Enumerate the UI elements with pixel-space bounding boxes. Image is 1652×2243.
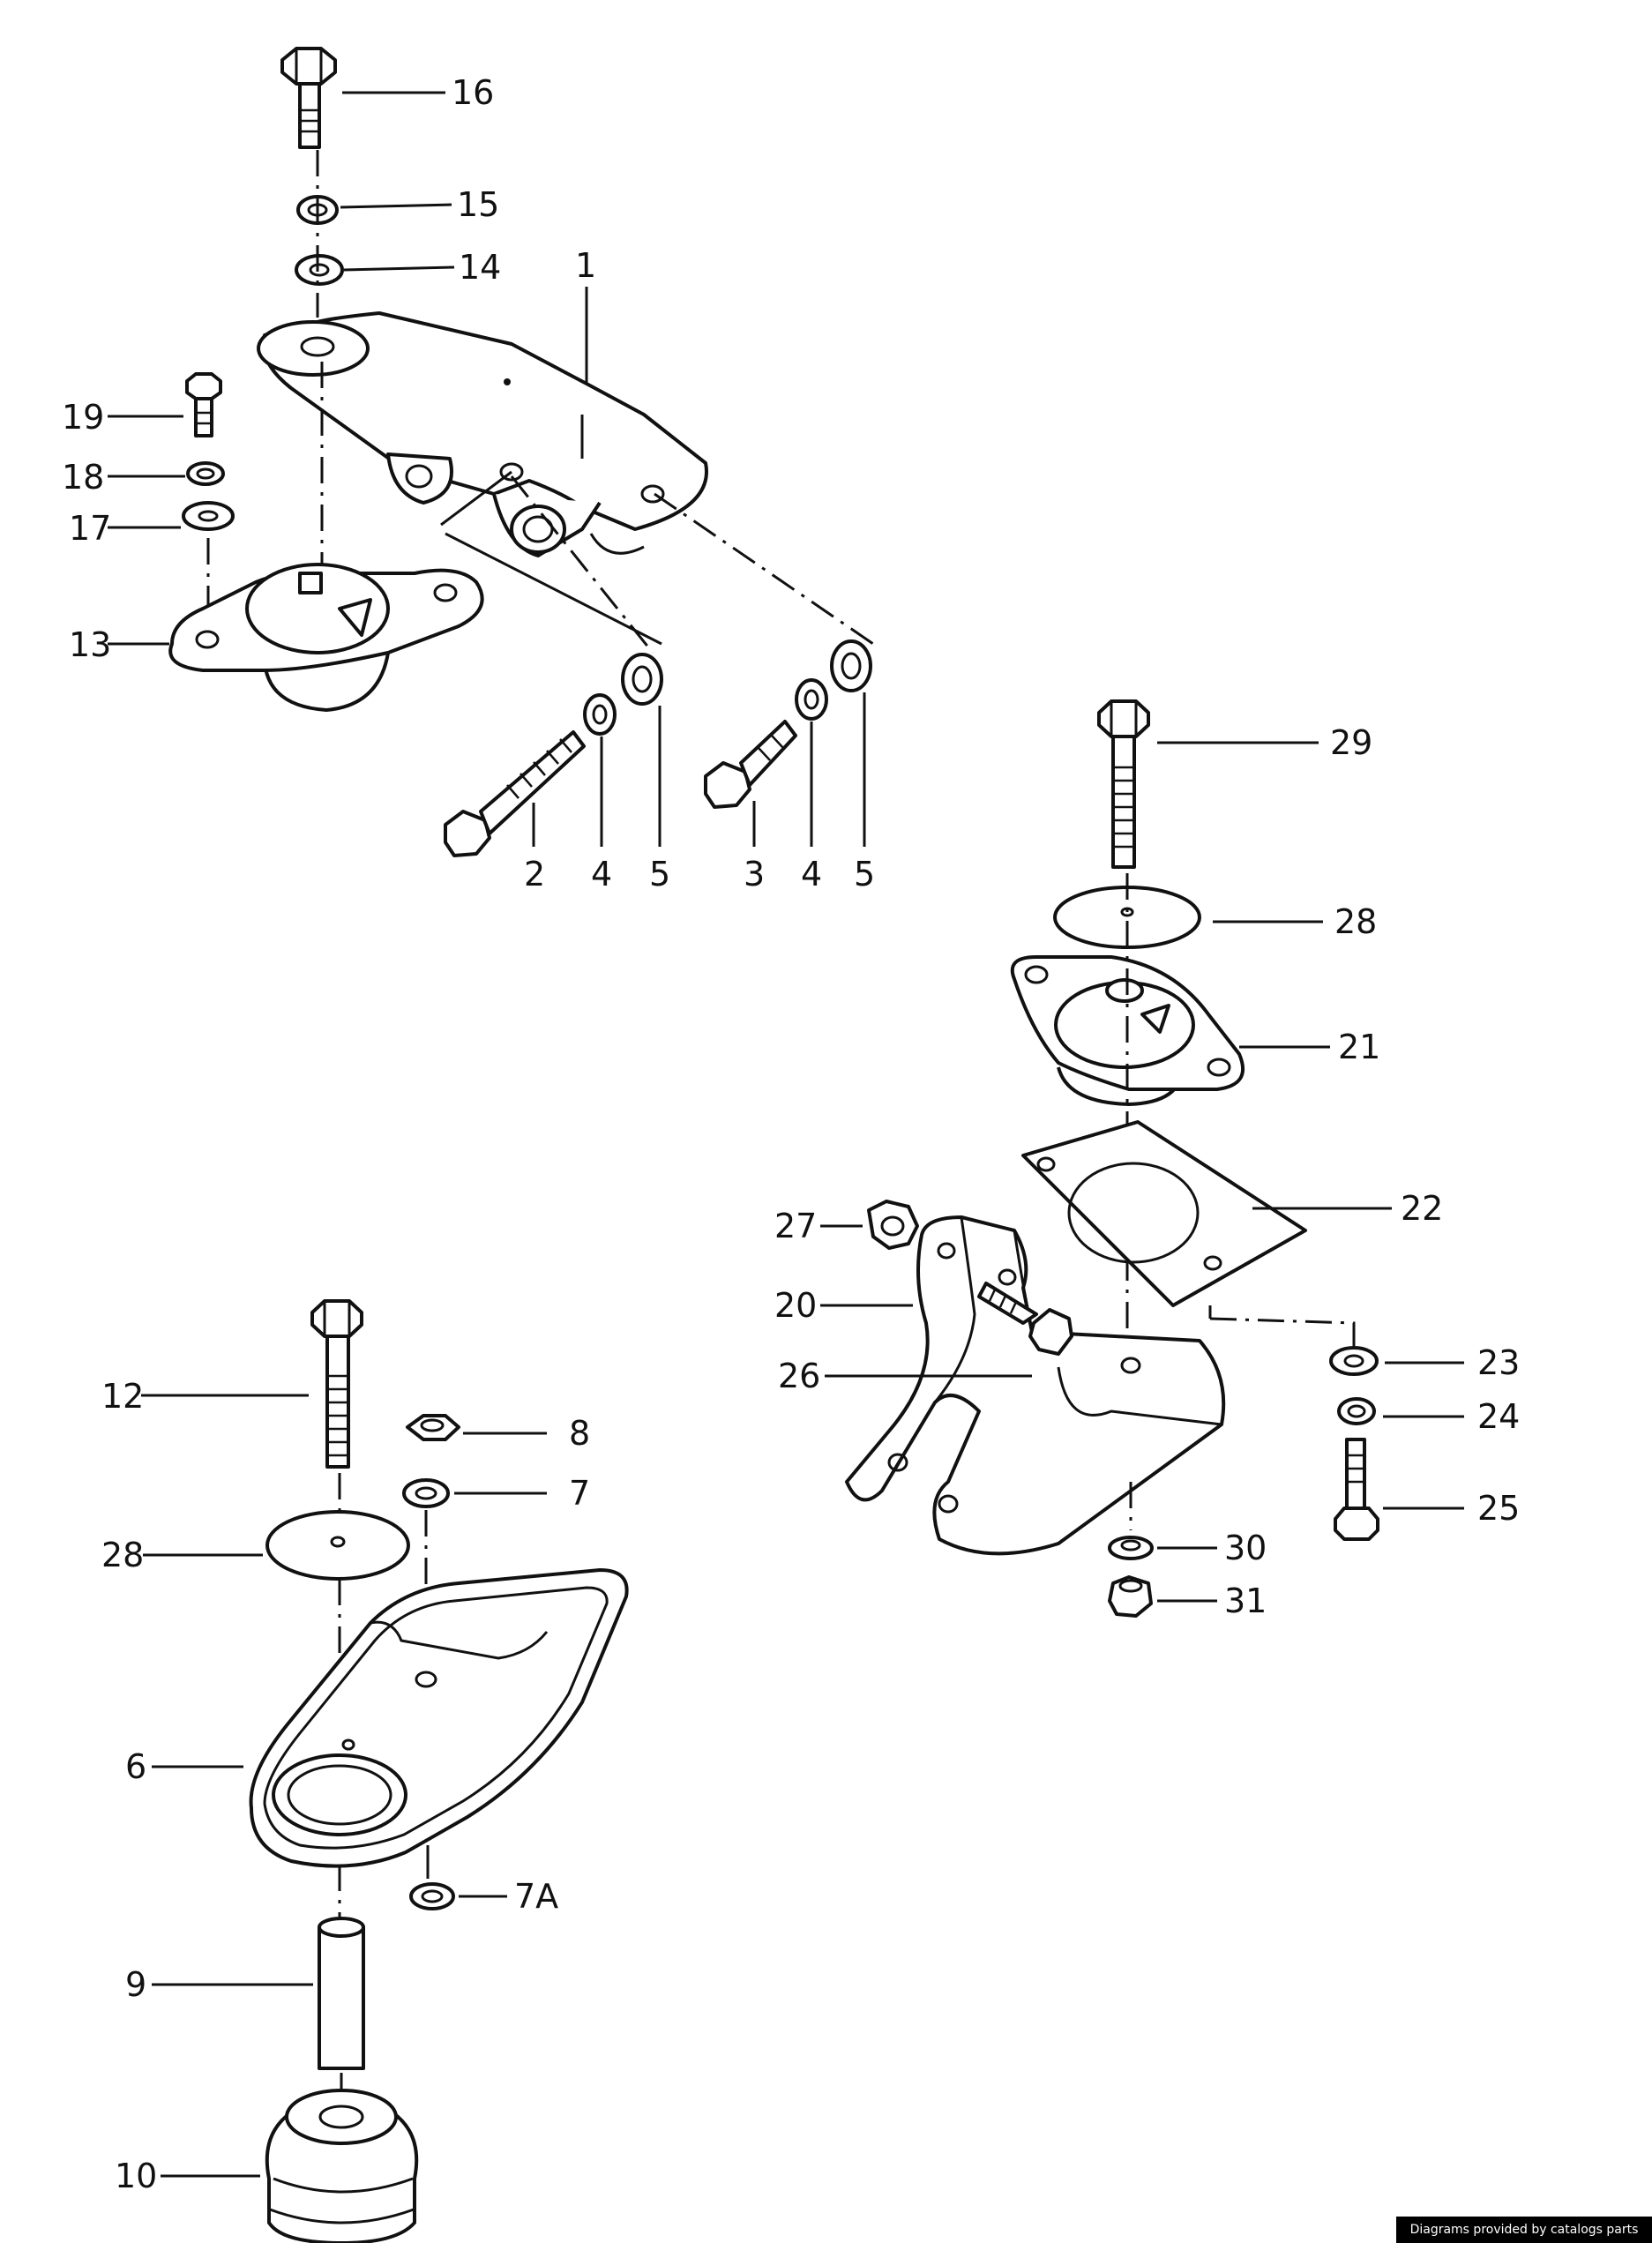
engine-mount-13-drawing [168,563,484,712]
bolt-3-drawing [704,720,797,809]
bolt-12-drawing [310,1299,363,1469]
callout-10: 10 [115,2157,157,2195]
callout-4-right: 4 [801,855,822,893]
callout-17: 17 [69,509,111,548]
bracket-1-drawing [257,311,708,557]
callout-9: 9 [125,1965,146,2004]
callout-28-left: 28 [101,1536,144,1574]
spring-washer-24-drawing [1337,1397,1376,1425]
bolt-29-drawing [1097,699,1150,869]
callout-26: 26 [778,1357,820,1395]
nut-8-drawing [406,1414,460,1441]
nut-27-drawing [867,1200,919,1250]
callout-12: 12 [101,1377,144,1416]
callout-14: 14 [459,248,501,287]
callout-7A: 7A [514,1877,558,1916]
callout-31: 31 [1224,1581,1267,1620]
washer-5a-drawing [621,653,663,706]
spring-washer-4a-drawing [583,693,617,736]
callout-1: 1 [575,246,596,285]
washer-28b-drawing [265,1510,410,1581]
callout-27: 27 [774,1207,817,1245]
bolt-26-drawing [977,1282,1073,1356]
callout-25: 25 [1477,1489,1520,1528]
bolt-19-drawing [185,372,222,437]
bracket-6-drawing [249,1568,629,1868]
washer-7A-drawing [409,1882,455,1910]
callout-30: 30 [1224,1529,1267,1567]
callout-6: 6 [125,1747,146,1786]
callout-2: 2 [524,855,545,893]
callout-5-right: 5 [854,855,875,893]
rubber-mount-10-drawing [265,2089,419,2243]
washer-23-drawing [1329,1346,1379,1376]
credit-banner: Diagrams provided by catalogs parts [1396,2217,1652,2243]
callout-5-left: 5 [649,855,670,893]
callout-15: 15 [457,185,499,224]
callout-28-right: 28 [1334,902,1377,941]
callout-18: 18 [62,458,104,497]
callout-19: 19 [62,398,104,437]
spring-washer-18-drawing [186,461,225,486]
callout-3: 3 [744,855,765,893]
callout-20: 20 [774,1286,817,1325]
washer-5b-drawing [830,639,872,692]
bolt-25-drawing [1334,1438,1379,1541]
callout-16: 16 [452,73,494,112]
washer-14-drawing [295,254,344,286]
spacer-sleeve-9-drawing [318,1917,365,2070]
callout-29: 29 [1330,723,1372,762]
bolt-2-drawing [444,730,586,857]
bracket-20-drawing [845,1215,1226,1556]
callout-8: 8 [569,1414,590,1453]
callout-4-left: 4 [591,855,612,893]
washer-17-drawing [182,501,235,531]
callout-7: 7 [569,1474,590,1513]
callout-labels: 16 15 14 1 19 18 17 13 2 4 5 3 4 5 29 28… [62,73,1520,2195]
callout-13: 13 [69,625,111,664]
nut-31-drawing [1108,1575,1153,1618]
callout-24: 24 [1477,1397,1520,1436]
callout-22: 22 [1401,1189,1443,1228]
spring-washer-4b-drawing [795,678,828,721]
bolt-16-drawing [280,47,337,149]
callout-21: 21 [1338,1028,1380,1066]
washer-7-drawing [402,1478,450,1508]
washer-30-drawing [1108,1536,1154,1560]
leader-lines [108,91,1464,2178]
callout-23: 23 [1477,1343,1520,1382]
gasket-plate-22-drawing [1021,1120,1307,1307]
